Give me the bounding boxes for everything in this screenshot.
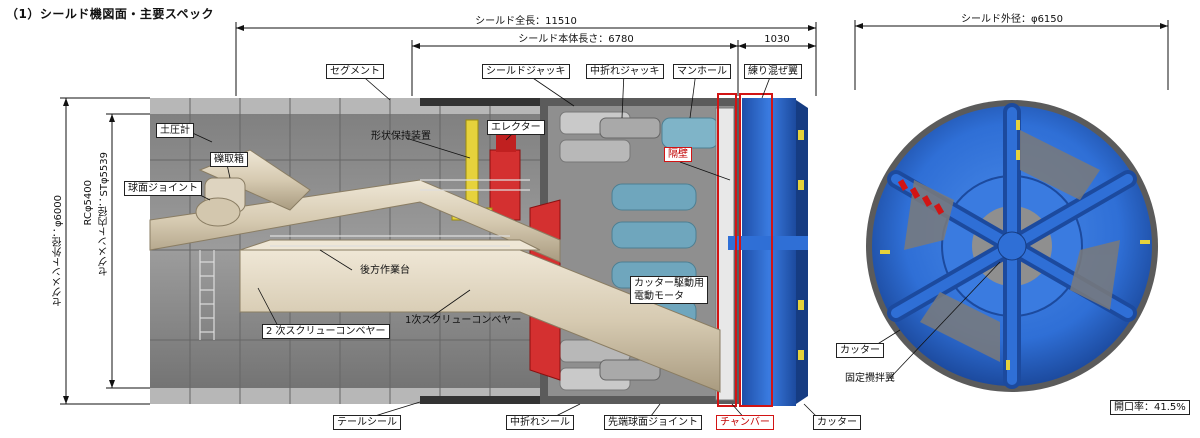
cutter-front-view [866, 100, 1158, 392]
mixing-blade-highlight-box [739, 93, 773, 407]
dim-rc-diameter: RCφ5400 [83, 180, 94, 226]
chamber-highlight-box [717, 93, 737, 407]
label-cutter-motor: カッター駆動用 電動モータ [630, 276, 708, 304]
label-cutter-side: カッター [813, 415, 861, 430]
label-chamber: チャンバー [716, 415, 774, 430]
dim-segment-outer-diameter: セグメント外径：φ6000 [53, 195, 64, 308]
label-rear-platform: 後方作業台 [360, 265, 410, 276]
label-segment: セグメント [326, 64, 384, 79]
label-cutter-front: カッター [836, 343, 884, 358]
platform-railing [199, 179, 530, 340]
dimension-arrows [63, 23, 1168, 404]
dim-front-length: 1030 [764, 34, 789, 45]
page-title: （1）シールド機図面・主要スペック [6, 7, 215, 21]
bulkhead [715, 107, 735, 401]
primary-screw-conveyor-pipe [239, 239, 721, 393]
cutter-side-view [728, 98, 808, 406]
label-shape-retainer: 形状保持装置 [371, 131, 431, 142]
label-manhole: マンホール [673, 64, 731, 79]
label-tip-ball-joint: 先端球面ジョイント [604, 415, 702, 430]
label-bulkhead: 隔壁 [664, 147, 692, 162]
label-opening-ratio: 開口率：41.5% [1110, 400, 1190, 415]
dim-shield-body-length: シールド本体長さ：6780 [518, 32, 633, 45]
label-erector: エレクター [487, 120, 545, 135]
label-fixed-stirring-blade: 固定攪拌翼 [845, 373, 895, 384]
dim-shield-outer-diameter: シールド外径：φ6150 [961, 12, 1063, 25]
label-shield-jack: シールドジャッキ [482, 64, 570, 79]
label-primary-screw-conveyor: 1次スクリューコンベヤー [405, 315, 522, 326]
dimension-lines [60, 20, 1169, 405]
label-articulation-seal: 中折れシール [506, 415, 574, 430]
label-secondary-screw-conveyor: 2 次スクリューコンベヤー [262, 324, 390, 339]
label-mixing-blade: 練り混ぜ翼 [744, 64, 802, 79]
dim-st-diameter: セグメント内径：STφ5539 [99, 152, 110, 277]
label-earth-pressure-gauge: 土圧計 [156, 123, 194, 138]
dim-shield-total-length: シールド全長：11510 [475, 14, 577, 27]
label-tail-seal: テールシール [333, 415, 401, 430]
label-gravel-box: 礫取箱 [210, 152, 248, 167]
label-articulation-jack: 中折れジャッキ [586, 64, 664, 79]
label-ball-joint: 球面ジョイント [124, 181, 202, 196]
